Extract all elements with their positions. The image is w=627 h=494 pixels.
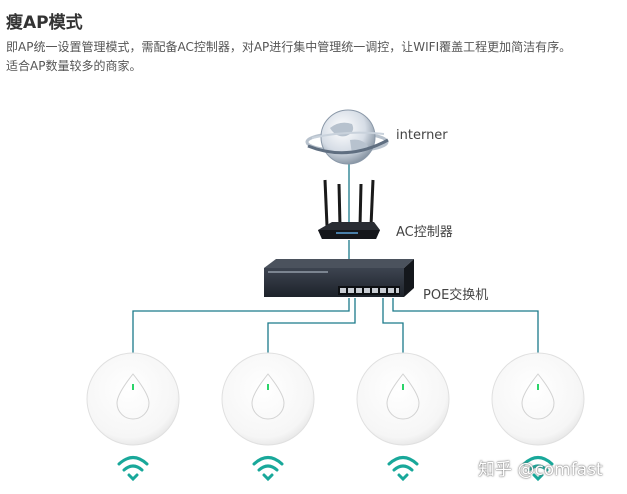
ap-1 [86,352,180,446]
line-ap-1 [132,298,350,355]
line-ap-4 [392,298,539,355]
ap-icon [221,352,315,446]
watermark: 知乎 @comfast [478,460,603,480]
ap-3 [356,352,450,446]
line-ap-3 [382,298,404,355]
led-indicator [132,384,134,390]
poe-switch-icon [264,259,414,297]
wifi-signal-icon [522,456,554,482]
description-line-1: 即AP统一设置管理模式，需配备AC控制器，对AP进行集中管理统一调控，让WIFI… [6,40,572,54]
page-title: 瘦AP模式 [6,13,83,33]
ap-2 [221,352,315,446]
connection-lines [132,160,539,355]
ac-controller-label: AC控制器 [396,225,453,240]
ap-4 [491,352,585,446]
wifi-signal-icon [387,456,419,482]
globe-icon [305,109,389,165]
led-indicator [402,384,404,390]
wifi-signal-icon [117,456,149,482]
poe-switch-label: POE交换机 [423,288,489,303]
ap-icon [86,352,180,446]
description-line-2: 适合AP数量较多的商家。 [6,59,142,73]
wifi-signal-icon [252,456,284,482]
led-indicator [267,384,269,390]
ap-icon [491,352,585,446]
internet-label: interner [396,128,448,143]
ac-controller-icon [318,179,380,239]
description: 即AP统一设置管理模式，需配备AC控制器，对AP进行集中管理统一调控，让WIFI… [6,38,621,76]
led-indicator [537,384,539,390]
line-ap-2 [267,298,356,355]
ap-icon [356,352,450,446]
